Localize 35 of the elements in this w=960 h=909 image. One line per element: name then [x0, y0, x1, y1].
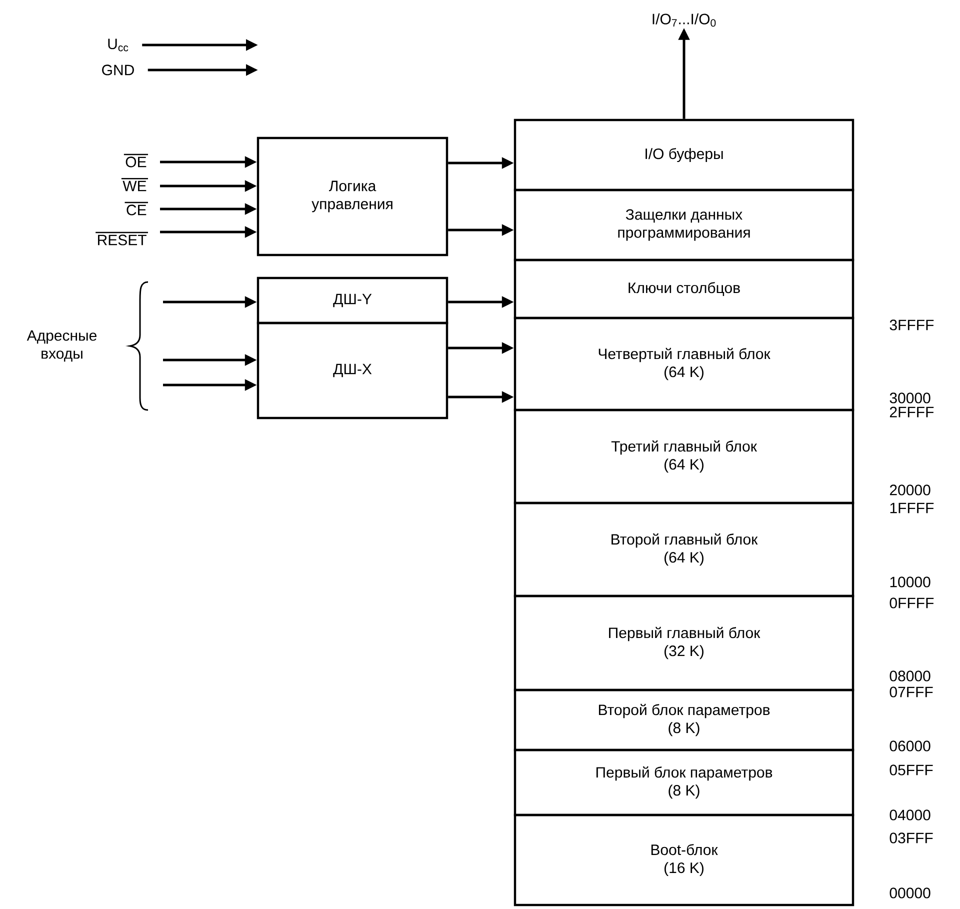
block-box: ДШ-X — [256, 322, 448, 420]
address-label: 10000 — [890, 576, 930, 588]
block-box: Первый главный блок (32 K) — [514, 594, 854, 692]
address-label: 05FFF — [890, 764, 933, 776]
signal-name: I/O$_{7}$...I/O$_{0}$ — [652, 13, 716, 27]
signal-name: RESET — [96, 232, 148, 246]
address-label: 03FFF — [890, 832, 933, 844]
group-label: Адресные входы — [26, 330, 96, 362]
address-label: 3FFFF — [890, 320, 934, 330]
address-label: 07FFF — [890, 686, 933, 698]
address-label: 30000 — [890, 392, 930, 404]
address-label: 08000 — [890, 670, 930, 682]
block-box: Четвертый главный блок (64 K) — [514, 316, 854, 412]
block-box: I/O буферы — [514, 118, 854, 192]
address-label: 2FFFF — [890, 406, 934, 418]
address-label: 20000 — [890, 484, 930, 496]
address-label: 0FFFF — [890, 598, 934, 608]
address-label: 1FFFF — [890, 502, 934, 514]
signal-name: CE — [124, 202, 148, 216]
signal-name: GND — [102, 64, 134, 76]
address-label: 04000 — [890, 810, 930, 820]
address-label: 00000 — [890, 888, 930, 898]
address-label: 06000 — [890, 740, 930, 752]
block-box: Защелки данных программирования — [514, 188, 854, 262]
block-box: Третий главный блок (64 K) — [514, 408, 854, 504]
block-box: Первый блок параметров (8 K) — [514, 748, 854, 816]
block-box: Ключи столбцов — [514, 258, 854, 320]
signal-name: WE — [121, 178, 148, 192]
block-box: Boot-блок (16 K) — [514, 814, 854, 906]
block-box: Второй блок параметров (8 K) — [514, 688, 854, 752]
signal-name: OE — [124, 154, 148, 168]
block-box: Логика управления — [256, 136, 448, 256]
signal-name: U$_{cc}$ — [108, 38, 128, 52]
block-box: ДШ-Y — [256, 276, 448, 324]
block-box: Второй главный блок (64 K) — [514, 502, 854, 598]
